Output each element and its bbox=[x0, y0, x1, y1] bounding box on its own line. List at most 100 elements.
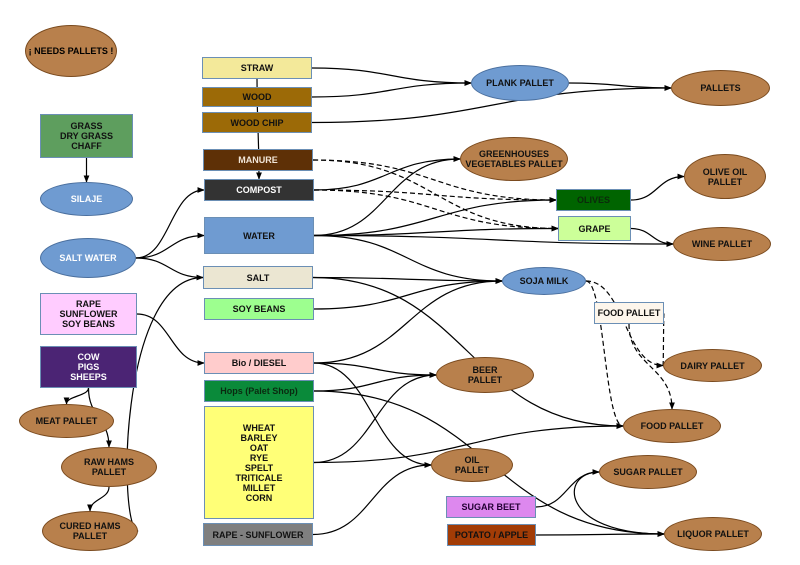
node-rape-sunflower-soy[interactable]: RAPE SUNFLOWER SOY BEANS bbox=[40, 293, 137, 335]
node-hops[interactable]: Hops (Palet Shop) bbox=[204, 380, 314, 402]
label: RAPE - SUNFLOWER bbox=[212, 529, 304, 540]
node-manure[interactable]: MANURE bbox=[203, 149, 313, 171]
label: WINE PALLET bbox=[691, 239, 753, 249]
label: OLIVES bbox=[576, 195, 610, 205]
node-bio-diesel[interactable]: Bio / DIESEL bbox=[204, 352, 314, 374]
edge-bio_diesel-to-oil_pallet bbox=[313, 362, 432, 468]
label: GREENHOUSES VEGETABLES PALLET bbox=[465, 149, 563, 169]
label: WATER bbox=[243, 230, 275, 241]
node-raw-hams-pallet[interactable]: RAW HAMS PALLET bbox=[61, 447, 157, 487]
label: MANURE bbox=[238, 155, 278, 165]
node-pallets[interactable]: PALLETS bbox=[671, 70, 770, 106]
edge-straw-to-plank_pallet bbox=[311, 67, 472, 86]
label: COMPOST bbox=[236, 185, 282, 195]
edge-salt_water-to-salt bbox=[135, 257, 204, 281]
label: Hops (Palet Shop) bbox=[220, 386, 298, 396]
edge-compost-to-grape bbox=[313, 189, 559, 232]
edge-soja_milk-to-food_pallet bbox=[585, 280, 624, 429]
edge-manure-to-grape bbox=[312, 159, 559, 232]
node-compost[interactable]: COMPOST bbox=[204, 179, 314, 201]
node-food-pallet-box[interactable]: FOOD PALLET bbox=[594, 302, 664, 324]
label: COW PIGS SHEEPS bbox=[70, 352, 107, 382]
edge-water-to-olives bbox=[313, 197, 557, 237]
node-salt[interactable]: SALT bbox=[203, 266, 313, 289]
node-soja-milk[interactable]: SOJA MILK bbox=[502, 267, 586, 295]
node-wine-pallet[interactable]: WINE PALLET bbox=[673, 227, 771, 261]
edge-compost-to-greenhouses bbox=[313, 156, 461, 191]
label: SOY BEANS bbox=[232, 304, 286, 314]
node-olive-oil-pallet[interactable]: OLIVE OIL PALLET bbox=[684, 154, 766, 199]
node-sugar-pallet[interactable]: SUGAR PALLET bbox=[599, 455, 697, 489]
edge-manure-to-olives bbox=[312, 159, 557, 203]
edge-hops-to-beer_pallet bbox=[313, 372, 437, 392]
node-silaje[interactable]: SILAJE bbox=[40, 182, 133, 216]
edge-salt_water-to-compost bbox=[135, 187, 205, 259]
node-beer-pallet[interactable]: BEER PALLET bbox=[436, 357, 534, 393]
node-potato-apple[interactable]: POTATO / APPLE bbox=[447, 524, 536, 546]
edge-bio_diesel-to-soja_milk bbox=[313, 278, 503, 364]
edge-water-to-greenhouses bbox=[313, 156, 461, 237]
label: Bio / DIESEL bbox=[231, 358, 287, 368]
edge-water-to-soja_milk bbox=[313, 234, 503, 284]
edge-soy_beans-to-soja_milk bbox=[313, 278, 503, 310]
node-liquor-pallet[interactable]: LIQUOR PALLET bbox=[664, 517, 762, 551]
node-plank-pallet[interactable]: PLANK PALLET bbox=[471, 65, 569, 101]
node-greenhouses[interactable]: GREENHOUSES VEGETABLES PALLET bbox=[460, 137, 568, 181]
label: RAW HAMS PALLET bbox=[84, 457, 134, 477]
node-grass[interactable]: GRASS DRY GRASS CHAFF bbox=[40, 114, 133, 158]
edge-grape-to-wine_pallet bbox=[630, 227, 674, 247]
label: DAIRY PALLET bbox=[680, 360, 745, 371]
label: SUGAR PALLET bbox=[613, 467, 683, 477]
node-food-pallet[interactable]: FOOD PALLET bbox=[623, 409, 721, 443]
edge-grains-to-beer_pallet bbox=[313, 372, 437, 464]
label: OLIVE OIL PALLET bbox=[702, 166, 748, 187]
edge-raw_hams_pallet-to-cured_hams_pallet bbox=[87, 486, 110, 512]
label: CURED HAMS PALLET bbox=[59, 521, 121, 541]
label: OIL PALLET bbox=[454, 455, 490, 475]
node-straw[interactable]: STRAW bbox=[202, 57, 312, 79]
node-grape[interactable]: GRAPE bbox=[558, 216, 631, 241]
node-rape-sunflower[interactable]: RAPE - SUNFLOWER bbox=[203, 523, 313, 546]
edge-bio_diesel-to-beer_pallet bbox=[313, 362, 437, 378]
node-wood-chip[interactable]: WOOD CHIP bbox=[202, 112, 312, 133]
label: BEER PALLET bbox=[467, 365, 503, 385]
node-soy-beans[interactable]: SOY BEANS bbox=[204, 298, 314, 320]
label: SALT bbox=[246, 272, 270, 283]
edge-rape_sunflower_soy-to-bio_diesel bbox=[136, 313, 205, 366]
node-water[interactable]: WATER bbox=[204, 217, 314, 254]
label: ¡ NEEDS PALLETS ! bbox=[28, 46, 114, 56]
label: WOOD bbox=[242, 92, 272, 102]
node-cured-hams-pallet[interactable]: CURED HAMS PALLET bbox=[42, 511, 138, 551]
label: GRASS DRY GRASS CHAFF bbox=[59, 121, 113, 151]
label: RAPE SUNFLOWER SOY BEANS bbox=[59, 299, 118, 329]
node-dairy-pallet[interactable]: DAIRY PALLET bbox=[663, 349, 762, 382]
node-oil-pallet[interactable]: OIL PALLET bbox=[431, 448, 513, 482]
node-cow-pigs-sheeps[interactable]: COW PIGS SHEEPS bbox=[40, 346, 137, 388]
label: STRAW bbox=[240, 63, 274, 73]
needs-pallets-note: ¡ NEEDS PALLETS ! bbox=[25, 25, 117, 77]
node-meat-pallet[interactable]: MEAT PALLET bbox=[19, 404, 114, 438]
edge-compost-to-olives bbox=[313, 189, 557, 203]
label: FOOD PALLET bbox=[640, 421, 704, 431]
node-salt-water[interactable]: SALT WATER bbox=[40, 238, 136, 278]
label: LIQUOR PALLET bbox=[677, 529, 749, 539]
edge-food_pallet_box-to-food_pallet bbox=[628, 323, 675, 410]
node-grains[interactable]: WHEAT BARLEY OAT RYE SPELT TRITICALE MIL… bbox=[204, 406, 314, 519]
node-olives[interactable]: OLIVES bbox=[556, 189, 631, 211]
edge-potato_apple-to-liquor_pallet bbox=[535, 531, 665, 537]
node-sugar-beet[interactable]: SUGAR BEET bbox=[446, 496, 536, 518]
label: SUGAR BEET bbox=[461, 502, 521, 512]
node-wood[interactable]: WOOD bbox=[202, 87, 312, 107]
label: MEAT PALLET bbox=[35, 416, 98, 426]
label: GRAPE bbox=[578, 223, 611, 234]
edge-sugar_beet-to-sugar_pallet bbox=[535, 469, 600, 508]
edge-salt-to-soja_milk bbox=[312, 276, 503, 284]
label: WOOD CHIP bbox=[230, 117, 284, 128]
label: SALT WATER bbox=[59, 253, 117, 263]
edge-plank_pallet-to-pallets bbox=[568, 82, 672, 91]
edge-sugar_pallet-to-liquor_pallet bbox=[573, 471, 665, 537]
edge-wood_chip-to-pallets bbox=[311, 85, 672, 124]
edge-water-to-wine_pallet bbox=[313, 234, 674, 247]
label: SOJA MILK bbox=[519, 276, 569, 286]
